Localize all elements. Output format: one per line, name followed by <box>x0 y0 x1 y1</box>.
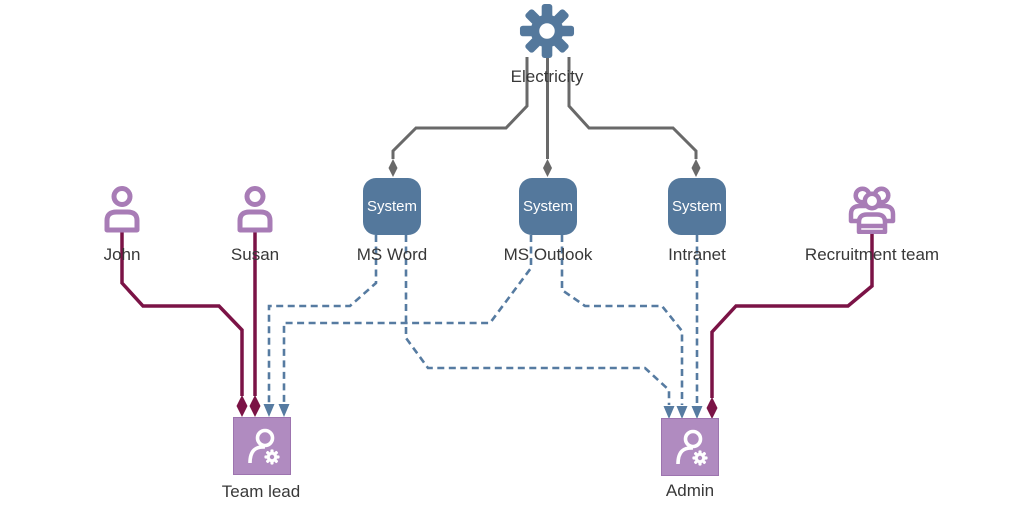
role-box-admin[interactable] <box>661 418 719 476</box>
teamlead-label: Team lead <box>221 482 301 501</box>
intranet-label: Intranet <box>668 245 726 264</box>
role-person-gear-icon <box>676 429 708 466</box>
john-label: John <box>103 245 141 264</box>
edge-recruitment-admin <box>706 229 874 419</box>
role-person-gear-icon <box>248 428 280 465</box>
msword-label: MS Word <box>356 245 428 264</box>
people-group-icon[interactable] <box>845 184 899 234</box>
person-icon-john[interactable] <box>100 186 144 233</box>
outlook-label: MS Outlook <box>503 245 593 264</box>
edge-msword-admin <box>404 235 675 419</box>
role-box-teamlead[interactable] <box>233 417 291 475</box>
edge-electricity-msword <box>388 57 529 177</box>
person-icon-susan[interactable] <box>233 186 277 233</box>
edge-john-teamlead <box>120 231 248 417</box>
system-box-msword[interactable]: System <box>363 178 421 235</box>
system-box-msword-text: System <box>366 198 417 215</box>
system-box-outlook[interactable]: System <box>519 178 577 235</box>
edge-intranet-admin <box>691 235 703 419</box>
edge-susan-teamlead <box>249 231 261 417</box>
system-box-outlook-text: System <box>522 198 573 215</box>
edge-electricity-outlook <box>543 57 552 177</box>
edge-electricity-intranet <box>567 57 701 177</box>
recruitment-label: Recruitment team <box>804 245 940 264</box>
system-box-intranet-text: System <box>671 198 722 215</box>
system-box-intranet[interactable]: System <box>668 178 726 235</box>
susan-label: Susan <box>230 245 280 264</box>
admin-label: Admin <box>665 481 715 500</box>
edge-msword-teamlead <box>263 235 378 417</box>
edge-outlook-teamlead <box>278 235 533 417</box>
edge-outlook-admin <box>560 235 688 419</box>
electricity-label: Electricity <box>510 67 584 86</box>
gear-icon[interactable] <box>519 3 575 59</box>
